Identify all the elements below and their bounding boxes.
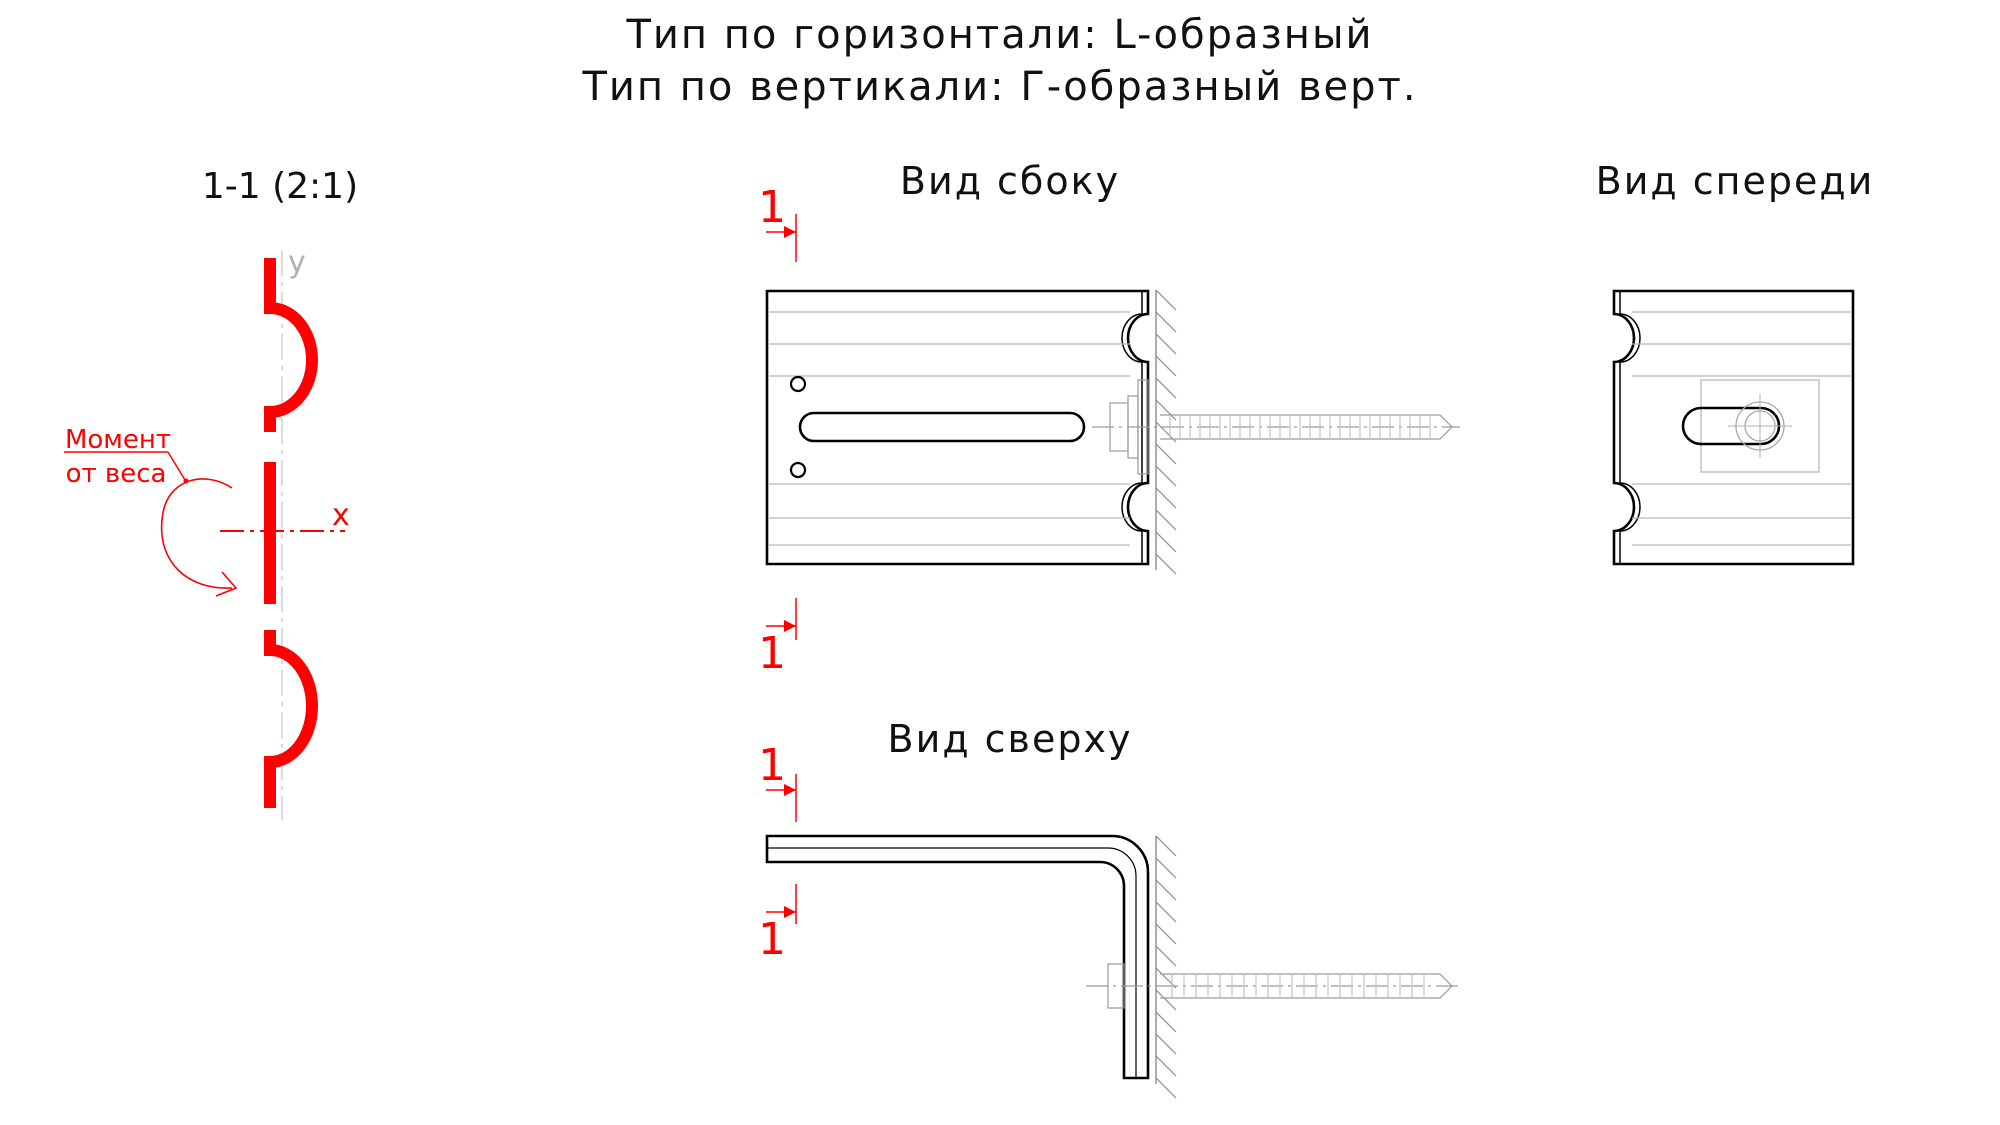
side-hole-lower — [789, 461, 807, 479]
moment-leader — [167, 451, 186, 481]
cut-mark-side-bottom: 1 — [758, 598, 797, 679]
section-profile — [264, 258, 318, 808]
header-line-1: Тип по горизонтали: L-образный — [625, 12, 1373, 58]
top-view-title: Вид сверху — [888, 717, 1133, 761]
front-view-title: Вид спереди — [1596, 159, 1875, 203]
side-anchor-bolt — [1092, 379, 1460, 475]
side-slot — [798, 411, 1086, 443]
section-axis-x-label: x — [332, 498, 350, 533]
cut-mark-top-bottom: 1 — [758, 884, 797, 965]
top-view: Вид сверху 1 1 — [758, 717, 1460, 1099]
side-view-title: Вид сбоку — [900, 159, 1120, 203]
section-profile-lower — [264, 630, 318, 808]
front-bracket-outline — [1612, 289, 1855, 566]
side-ribs — [768, 311, 1130, 546]
header-line-2: Тип по вертикали: Г-образный верт. — [581, 64, 1417, 110]
cut-mark-number: 1 — [758, 914, 786, 965]
front-ribs — [1632, 311, 1852, 546]
moment-label-line-1: Момент — [65, 425, 171, 455]
section-profile-upper — [264, 258, 318, 432]
section-axis-y-label: y — [288, 245, 306, 280]
section-1-1: 1-1 (2:1) y x Момент от веса — [64, 166, 358, 820]
side-hole-upper — [789, 375, 807, 393]
moment-arrow-icon — [160, 478, 233, 589]
side-bracket-outline — [765, 289, 1150, 566]
front-washer-plate — [1700, 379, 1820, 473]
cut-mark-side-top: 1 — [758, 182, 797, 262]
section-title: 1-1 (2:1) — [202, 166, 358, 207]
front-view: Вид спереди — [1596, 159, 1875, 566]
moment-label-line-2: от веса — [66, 459, 167, 489]
top-anchor-bolt — [1086, 963, 1460, 1009]
cut-mark-number: 1 — [758, 628, 786, 679]
side-wall-hatch — [1155, 289, 1177, 575]
top-bracket-outline — [765, 834, 1150, 1080]
cut-mark-number: 1 — [758, 740, 786, 791]
front-bracket-inner-edge — [1619, 291, 1641, 564]
side-bracket-inner-edge — [1121, 291, 1143, 564]
top-bracket-bend — [767, 847, 1137, 1078]
side-view: Вид сбоку 1 1 — [758, 159, 1460, 679]
moment-arrowhead-icon — [215, 571, 238, 597]
cut-mark-number: 1 — [758, 182, 786, 233]
cut-mark-top-top: 1 — [758, 740, 797, 822]
top-wall-hatch — [1155, 835, 1177, 1099]
